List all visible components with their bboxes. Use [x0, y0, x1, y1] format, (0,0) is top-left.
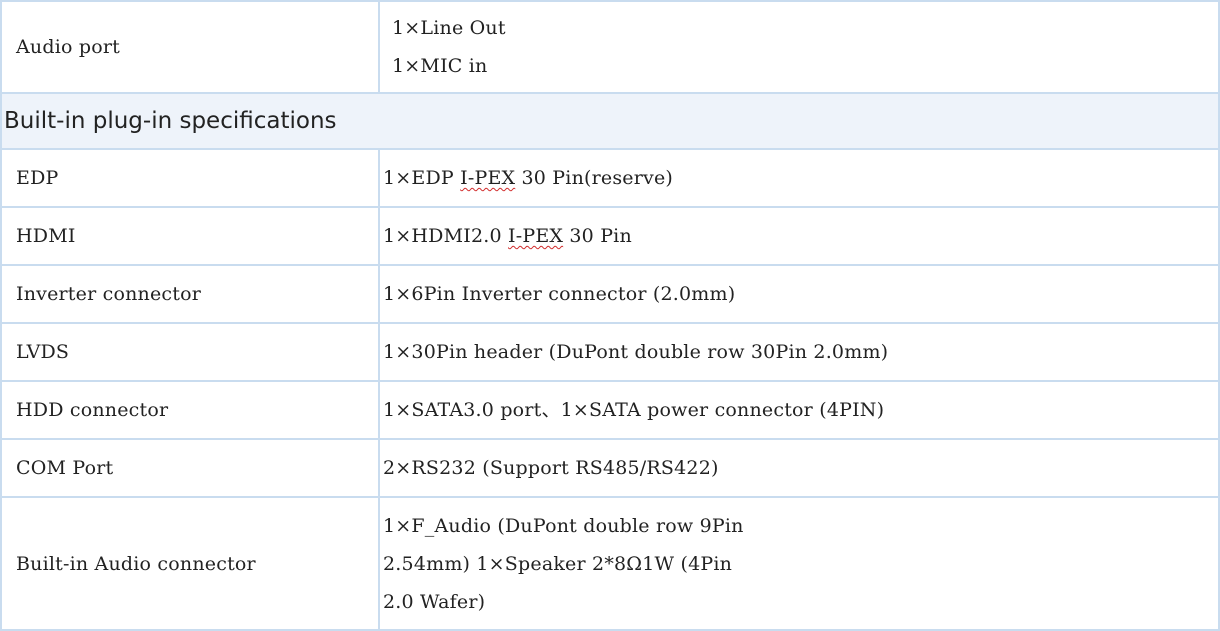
spec-label: LVDS [0, 322, 380, 382]
spec-label: HDD connector [0, 380, 380, 440]
spec-row-edp: EDP 1×EDP I-PEX 30 Pin(reserve) [0, 148, 1220, 208]
spec-value-line: 2×RS232 (Support RS485/RS422) [383, 457, 719, 479]
spec-label: HDMI [0, 206, 380, 266]
spec-value: 2×RS232 (Support RS485/RS422) [378, 438, 1220, 498]
spec-value-line: 1×HDMI2.0 I-PEX 30 Pin [383, 225, 632, 247]
spec-value-line: 1×Line Out [392, 17, 506, 39]
spec-value: 1×6Pin Inverter connector (2.0mm) [378, 264, 1220, 324]
spec-label: Built-in Audio connector [0, 496, 380, 631]
spec-value: 1×30Pin header (DuPont double row 30Pin … [378, 322, 1220, 382]
spec-row-built-in-audio-connector: Built-in Audio connector 1×F_Audio (DuPo… [0, 496, 1220, 631]
spec-label: Audio port [0, 0, 380, 94]
spec-row-lvds: LVDS 1×30Pin header (DuPont double row 3… [0, 322, 1220, 382]
spec-value: 1×HDMI2.0 I-PEX 30 Pin [378, 206, 1220, 266]
spellcheck-flagged-word: I-PEX [508, 225, 564, 247]
spec-label: Inverter connector [0, 264, 380, 324]
spec-value-line: 2.0 Wafer) [383, 590, 486, 613]
spec-label: COM Port [0, 438, 380, 498]
spellcheck-flagged-word: I-PEX [460, 167, 516, 189]
spec-value-line: 1×EDP I-PEX 30 Pin(reserve) [383, 167, 674, 189]
spec-value: 1×F_Audio (DuPont double row 9Pin 2.54mm… [378, 496, 1220, 631]
section-header-row: Built-in plug-in specifications [0, 92, 1220, 150]
spec-value: 1×SATA3.0 port、1×SATA power connector (4… [378, 380, 1220, 440]
spec-value: 1×Line Out 1×MIC in [378, 0, 1220, 94]
spec-row-hdmi: HDMI 1×HDMI2.0 I-PEX 30 Pin [0, 206, 1220, 266]
spec-row-hdd-connector: HDD connector 1×SATA3.0 port、1×SATA powe… [0, 380, 1220, 440]
spec-value-line: 1×F_Audio (DuPont double row 9Pin [383, 514, 744, 537]
spec-value-line: 1×SATA3.0 port、1×SATA power connector (4… [383, 399, 885, 421]
spec-value-line: 1×6Pin Inverter connector (2.0mm) [383, 283, 736, 305]
spec-value-line: 2.54mm) 1×Speaker 2*8Ω1W (4Pin [383, 552, 733, 575]
spec-label: EDP [0, 148, 380, 208]
section-title: Built-in plug-in specifications [0, 92, 1220, 150]
spec-row-com-port: COM Port 2×RS232 (Support RS485/RS422) [0, 438, 1220, 498]
spec-value-line: 1×MIC in [392, 55, 488, 77]
spec-value: 1×EDP I-PEX 30 Pin(reserve) [378, 148, 1220, 208]
spec-value-line: 1×30Pin header (DuPont double row 30Pin … [383, 341, 889, 363]
spec-row-audio-port: Audio port 1×Line Out 1×MIC in [0, 0, 1220, 94]
spec-row-inverter-connector: Inverter connector 1×6Pin Inverter conne… [0, 264, 1220, 324]
